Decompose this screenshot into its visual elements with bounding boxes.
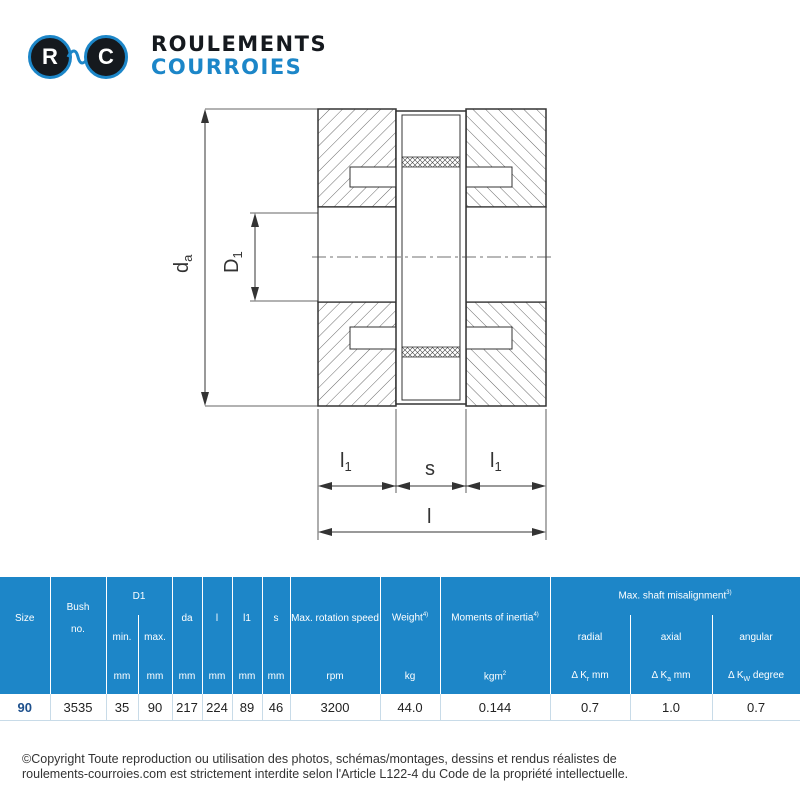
cell-l1: 89 [232, 694, 263, 721]
unit-axial: Δ Ka mm [630, 659, 713, 694]
header-radial: radial [550, 615, 631, 659]
cell-weight: 44.0 [380, 694, 441, 721]
right-hub-top [465, 108, 547, 208]
copyright-notice: ©Copyright Toute reproduction ou utilisa… [22, 752, 782, 782]
cell-inertia: 0.144 [440, 694, 551, 721]
cell-bush: 3535 [50, 694, 107, 721]
cell-d1-min: 35 [106, 694, 139, 721]
label-l1-left: l1 [340, 450, 352, 474]
unit-angular: Δ KW degree [712, 659, 800, 694]
unit-l: mm [202, 659, 233, 694]
logo-r-letter: R [42, 44, 58, 69]
header-max-speed: Max. rotation speed [290, 577, 381, 659]
cell-s: 46 [262, 694, 291, 721]
header-angular: angular [712, 615, 800, 659]
dimension-d1 [250, 212, 318, 302]
unit-radial: Δ Kr mm [550, 659, 631, 694]
left-hub-bore [317, 206, 397, 303]
brand-line-1: ROULEMENTS [151, 32, 328, 56]
unit-empty-size [0, 659, 51, 694]
header-misalignment: Max. shaft misalignment3) [550, 577, 800, 615]
copyright-line-1: ©Copyright Toute reproduction ou utilisa… [22, 752, 617, 766]
cell-angular: 0.7 [712, 694, 800, 721]
cell-da: 217 [172, 694, 203, 721]
unit-empty-bush [50, 659, 107, 694]
coupling-drawing: da D1 l1 s l1 l [171, 108, 555, 540]
unit-s: mm [262, 659, 291, 694]
unit-l1: mm [232, 659, 263, 694]
brand-wordmark: ROULEMENTS COURROIES [151, 33, 327, 79]
cell-speed: 3200 [290, 694, 381, 721]
header-da: da [172, 577, 203, 659]
left-hub-bottom [317, 301, 397, 407]
label-d1: D1 [221, 251, 245, 273]
unit-da: mm [172, 659, 203, 694]
dimension-lines-bottom [317, 409, 547, 540]
dimension-da [201, 108, 318, 407]
unit-kgm2: kgm2 [440, 659, 551, 694]
unit-rpm: rpm [290, 659, 381, 694]
header-d1: D1 [106, 577, 173, 615]
label-da: da [171, 254, 195, 273]
copyright-line-2: roulements-courroies.com est strictement… [22, 767, 629, 781]
header-size: Size [0, 577, 51, 659]
cell-size: 90 [0, 694, 51, 721]
left-hub-top [317, 108, 397, 208]
brand-logo: R C ROULEMENTS COURROIES [28, 32, 348, 82]
cell-d1-max: 90 [138, 694, 173, 721]
unit-max: mm [138, 659, 173, 694]
unit-min: mm [106, 659, 139, 694]
cell-l: 224 [202, 694, 233, 721]
center-spacer [395, 110, 467, 405]
table-row: 90 3535 35 90 217 224 89 46 3200 44.0 0.… [0, 694, 800, 721]
header-axial: axial [630, 615, 713, 659]
cell-axial: 1.0 [630, 694, 713, 721]
right-hub-bottom [465, 301, 547, 407]
label-l: l [427, 506, 431, 528]
header-weight: Weight4) [380, 577, 441, 659]
logo-c-circle: C [84, 35, 128, 79]
label-s: s [425, 458, 435, 480]
header-l: l [202, 577, 233, 659]
logo-r-circle: R [28, 35, 72, 79]
header-s: s [262, 577, 291, 659]
header-d1-max: max. [138, 615, 173, 659]
logo-c-letter: C [98, 44, 114, 69]
brand-line-2: COURROIES [151, 55, 303, 79]
label-l1-right: l1 [490, 450, 502, 474]
cell-radial: 0.7 [550, 694, 631, 721]
header-l1: l1 [232, 577, 263, 659]
header-d1-min: min. [106, 615, 139, 659]
header-inertia: Moments of inertia4) [440, 577, 551, 659]
right-hub-bore [465, 206, 547, 303]
unit-kg: kg [380, 659, 441, 694]
